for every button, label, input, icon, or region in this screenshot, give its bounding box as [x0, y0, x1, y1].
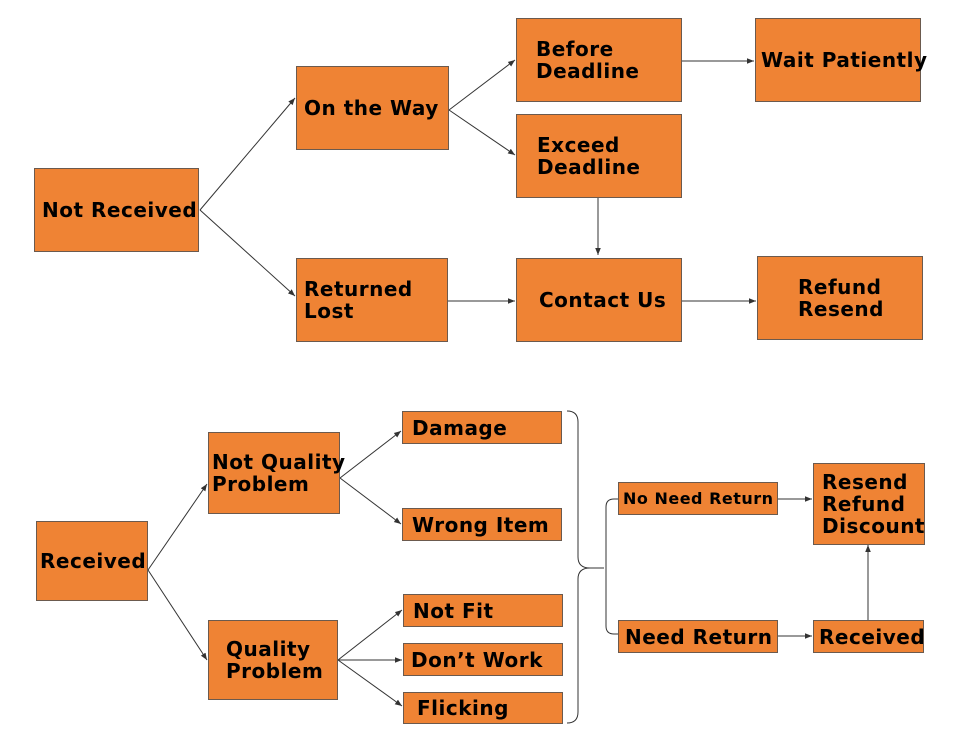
node-on-the-way-label: On the Way: [304, 96, 439, 120]
node-resolution-label-2: Refund: [822, 492, 906, 516]
node-quality-problem: Quality Problem: [208, 620, 338, 700]
node-wait-patiently-label: Wait Patiently: [761, 48, 928, 72]
node-resolution-label-1: Resend: [822, 470, 908, 494]
node-exceed-deadline: Exceed Deadline: [516, 114, 682, 198]
node-not-fit: Not Fit: [403, 594, 563, 627]
node-refund-resend-label-1: Refund: [798, 275, 882, 299]
node-flicking: Flicking: [403, 692, 563, 724]
node-damage-label: Damage: [412, 415, 508, 440]
node-refund-resend: Refund Resend: [757, 256, 923, 340]
node-received-label: Received: [40, 549, 147, 573]
arrow-qp-to-flicking: [337, 659, 403, 707]
node-exceed-deadline-label-1: Exceed: [537, 133, 620, 157]
node-contact-us: Contact Us: [516, 258, 682, 342]
node-before-deadline: Before Deadline: [516, 18, 682, 102]
node-wrong-item: Wrong Item: [402, 508, 562, 541]
arrow-not-received-to-returned-lost: [199, 209, 296, 297]
node-quality-problem-label-2: Problem: [226, 659, 324, 683]
arrow-on-the-way-to-before-deadline: [448, 59, 516, 111]
arrow-not-received-to-on-the-way: [199, 97, 296, 211]
node-contact-us-label: Contact Us: [539, 288, 667, 312]
grouping-brace: [566, 410, 604, 724]
node-received-after-return: Received: [813, 620, 926, 653]
node-not-quality-problem: Not Quality Problem: [208, 432, 346, 514]
node-quality-problem-label-1: Quality: [226, 637, 311, 661]
node-no-need-return-label: No Need Return: [623, 488, 774, 508]
node-resolution-label-3: Discount: [822, 514, 925, 538]
node-on-the-way: On the Way: [296, 66, 449, 150]
node-received: Received: [36, 521, 148, 601]
node-before-deadline-label-2: Deadline: [536, 59, 640, 83]
node-resend-refund-discount: Resend Refund Discount: [813, 463, 925, 545]
node-need-return: Need Return: [618, 620, 778, 653]
node-exceed-deadline-label-2: Deadline: [537, 155, 641, 179]
arrow-received-to-not-quality-problem: [147, 483, 208, 571]
node-returned-lost-label-2: Lost: [304, 299, 354, 323]
split-bracket: [605, 498, 618, 635]
node-not-quality-problem-label-2: Problem: [212, 472, 310, 496]
node-not-received: Not Received: [34, 168, 199, 252]
node-received-after-return-label: Received: [819, 624, 926, 649]
node-dont-work: Don’t Work: [403, 643, 563, 676]
node-wrong-item-label: Wrong Item: [412, 512, 550, 537]
arrow-nqp-to-wrong-item: [339, 477, 402, 525]
node-not-received-label: Not Received: [42, 198, 198, 222]
node-not-fit-label: Not Fit: [413, 598, 494, 623]
node-flicking-label: Flicking: [417, 696, 509, 720]
node-returned-lost-label-1: Returned: [304, 277, 413, 301]
node-before-deadline-label-1: Before: [536, 37, 614, 61]
arrow-on-the-way-to-exceed-deadline: [448, 109, 516, 156]
arrow-nqp-to-damage: [339, 430, 402, 479]
node-not-quality-problem-label-1: Not Quality: [212, 450, 346, 474]
node-no-need-return: No Need Return: [618, 482, 778, 515]
node-dont-work-label: Don’t Work: [411, 647, 543, 672]
arrow-qp-to-not-fit: [337, 609, 403, 661]
node-returned-lost: Returned Lost: [296, 258, 448, 342]
node-refund-resend-label-2: Resend: [798, 297, 884, 321]
node-damage: Damage: [402, 411, 562, 444]
node-need-return-label: Need Return: [625, 624, 773, 649]
node-wait-patiently: Wait Patiently: [755, 18, 928, 102]
arrow-received-to-quality-problem: [147, 569, 208, 661]
